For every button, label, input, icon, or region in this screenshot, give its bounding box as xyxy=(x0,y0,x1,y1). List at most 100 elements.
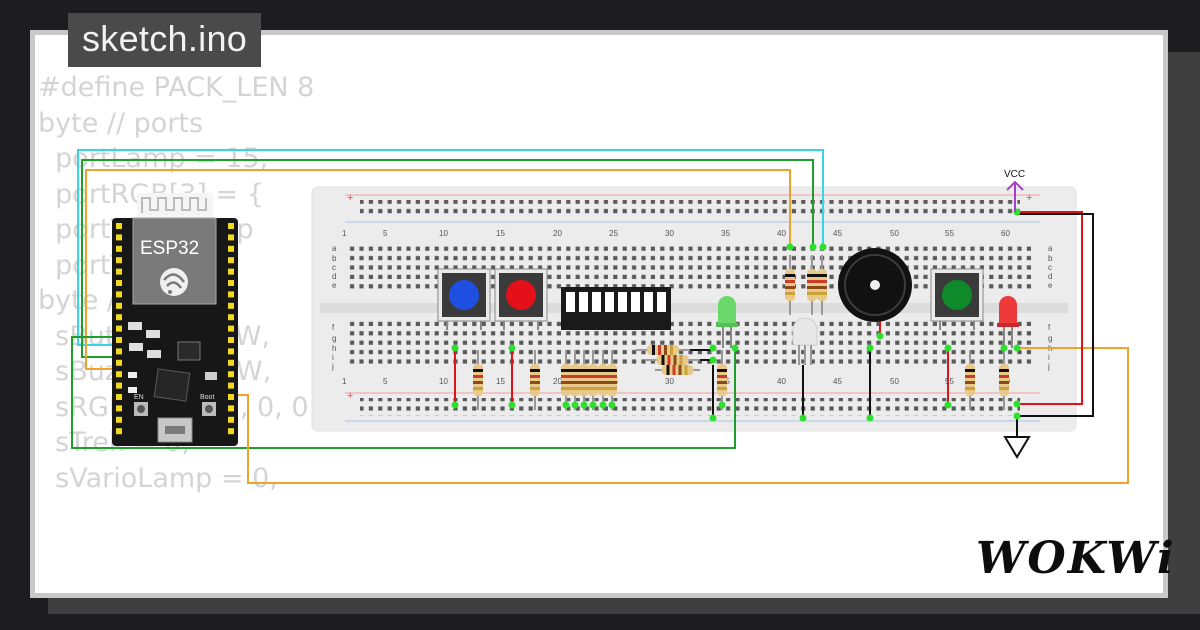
boot-label: Boot xyxy=(200,394,214,401)
connection-dot xyxy=(876,332,884,340)
esp32-pin[interactable] xyxy=(228,223,234,229)
row-letter: c xyxy=(1048,263,1052,272)
esp32-pin[interactable] xyxy=(228,405,234,412)
bottom-power-rail xyxy=(360,398,1020,416)
esp32-pin[interactable] xyxy=(228,337,234,343)
esp32-label: ESP32 xyxy=(140,238,199,259)
esp32-pin[interactable] xyxy=(116,245,122,252)
resistor[interactable] xyxy=(570,350,580,410)
resistor[interactable] xyxy=(717,350,727,410)
esp32-pin[interactable] xyxy=(116,302,122,309)
connection-dot xyxy=(819,243,827,251)
esp32-pin[interactable] xyxy=(116,325,122,332)
esp32-pin[interactable] xyxy=(116,416,122,423)
column-number: 30 xyxy=(665,229,674,238)
red-button-cap[interactable] xyxy=(506,280,536,310)
esp32-pin[interactable] xyxy=(116,257,122,264)
resistor[interactable] xyxy=(785,255,795,315)
green-button-cap[interactable] xyxy=(942,280,972,310)
resistor[interactable] xyxy=(607,350,617,410)
column-number: 30 xyxy=(665,377,674,386)
esp32-board[interactable]: ESP32 EN Boot xyxy=(112,193,238,446)
esp32-pin[interactable] xyxy=(228,257,234,264)
wire-green-top xyxy=(81,159,814,358)
wire-green-bottom xyxy=(71,336,736,449)
esp32-pin[interactable] xyxy=(228,416,234,423)
resistor[interactable] xyxy=(561,350,571,410)
esp32-pin[interactable] xyxy=(228,268,234,275)
pushbutton-green[interactable] xyxy=(930,268,984,330)
connection-dot xyxy=(1000,344,1008,352)
resistor[interactable] xyxy=(598,350,608,410)
esp32-pin[interactable] xyxy=(116,371,122,378)
esp32-pin[interactable] xyxy=(228,234,234,241)
esp32-pin[interactable] xyxy=(116,394,122,400)
esp32-pin[interactable] xyxy=(116,223,122,229)
resistor[interactable] xyxy=(530,350,540,410)
row-letter: a xyxy=(1048,244,1053,253)
blue-button-cap[interactable] xyxy=(449,280,479,310)
row-letter: i xyxy=(332,353,334,362)
code-line: #define PACK_LEN 8 xyxy=(38,72,315,103)
resistor[interactable] xyxy=(588,350,598,410)
wire-gnd-black xyxy=(1016,213,1094,437)
esp32-pin[interactable] xyxy=(116,337,122,343)
row-letter: g xyxy=(1048,334,1052,343)
esp32-pin[interactable] xyxy=(116,234,122,241)
esp32-pin[interactable] xyxy=(228,291,234,298)
esp32-pin[interactable] xyxy=(228,359,234,366)
esp32-pin[interactable] xyxy=(228,280,234,286)
column-number: 50 xyxy=(890,229,899,238)
connection-dot xyxy=(562,401,570,409)
row-letter: e xyxy=(1048,281,1053,290)
row-letter: g xyxy=(332,334,336,343)
column-number: 15 xyxy=(496,229,505,238)
esp32-pin[interactable] xyxy=(116,348,122,355)
resistor[interactable] xyxy=(579,350,589,410)
resistor[interactable] xyxy=(817,255,827,315)
esp32-pin[interactable] xyxy=(228,428,234,435)
esp32-pin[interactable] xyxy=(116,314,122,321)
column-number: 25 xyxy=(609,229,618,238)
resistor[interactable] xyxy=(807,255,817,315)
rgb-led[interactable] xyxy=(792,317,818,365)
row-letter: e xyxy=(332,281,337,290)
led-green[interactable] xyxy=(716,296,738,348)
esp32-pin[interactable] xyxy=(228,314,234,321)
esp32-pin[interactable] xyxy=(116,382,122,389)
pushbutton-red[interactable] xyxy=(494,268,548,330)
esp32-pin[interactable] xyxy=(228,382,234,389)
rail-plus-label: + xyxy=(347,192,353,204)
esp32-pin[interactable] xyxy=(228,348,234,355)
connection-dot xyxy=(599,401,607,409)
wire-orange-top xyxy=(85,169,791,370)
esp32-pin[interactable] xyxy=(116,268,122,275)
esp32-pin[interactable] xyxy=(116,291,122,298)
column-number: 45 xyxy=(833,229,842,238)
resistor[interactable] xyxy=(473,350,483,410)
column-number: 10 xyxy=(439,229,448,238)
filename-tab[interactable]: sketch.ino xyxy=(68,13,262,67)
resistor[interactable] xyxy=(965,350,975,410)
esp32-pin[interactable] xyxy=(228,325,234,332)
esp32-pin[interactable] xyxy=(228,302,234,309)
esp32-pin[interactable] xyxy=(228,394,234,400)
pushbutton-blue[interactable] xyxy=(437,268,491,330)
connection-dot xyxy=(571,401,579,409)
ic-chip[interactable] xyxy=(561,287,671,330)
esp32-pin[interactable] xyxy=(116,428,122,435)
connection-dot xyxy=(866,414,874,422)
esp32-pin[interactable] xyxy=(116,280,122,286)
esp32-pin[interactable] xyxy=(228,245,234,252)
esp32-pin[interactable] xyxy=(228,371,234,378)
usb-port[interactable] xyxy=(157,417,193,443)
resistor[interactable] xyxy=(636,345,690,355)
resistor[interactable] xyxy=(999,350,1009,410)
buzzer[interactable] xyxy=(838,248,912,322)
resistor[interactable] xyxy=(655,365,700,375)
connection-dot xyxy=(608,401,616,409)
esp32-pin[interactable] xyxy=(116,405,122,412)
esp32-pin[interactable] xyxy=(116,359,122,366)
resistor[interactable] xyxy=(645,355,700,365)
